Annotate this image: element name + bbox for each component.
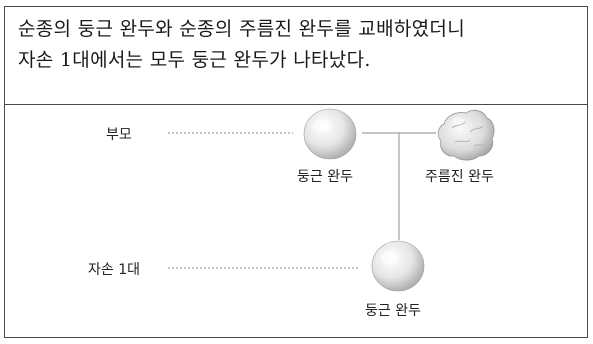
parent-generation-label: 부모	[106, 127, 132, 143]
parent-round-pea-label: 둥근 완두	[297, 169, 353, 185]
description-line-1: 순종의 둥근 완두와 순종의 주름진 완두를 교배하였더니	[18, 18, 465, 40]
parent-round-pea-icon	[303, 108, 357, 160]
cross-connector	[362, 132, 436, 240]
offspring-generation-label: 자손 1대	[88, 262, 140, 278]
problem-frame	[4, 6, 588, 338]
wrinkled-pea-icon	[437, 109, 495, 161]
offspring-round-pea-label: 둥근 완두	[365, 303, 421, 319]
problem-description: 순종의 둥근 완두와 순종의 주름진 완두를 교배하였더니 자손 1대에서는 모…	[18, 14, 578, 76]
description-line-2: 자손 1대에서는 모두 둥근 완두가 나타났다.	[18, 49, 371, 71]
parent-wrinkled-pea-label: 주름진 완두	[425, 169, 494, 185]
offspring-round-pea-icon	[371, 240, 425, 292]
divider-line	[4, 104, 588, 105]
